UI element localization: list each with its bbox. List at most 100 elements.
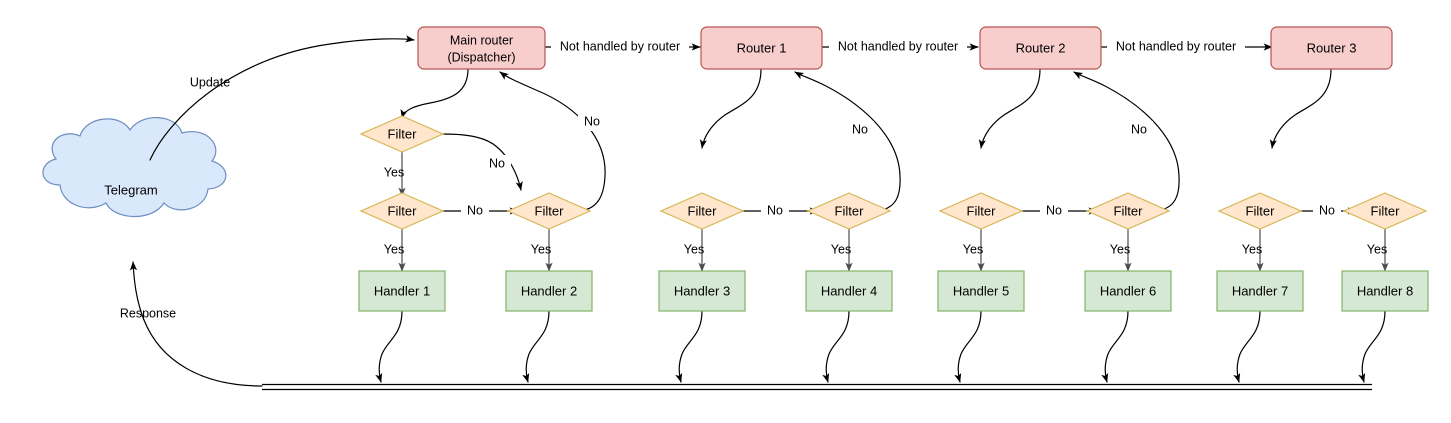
- handler-2-label: Handler 2: [521, 283, 577, 298]
- yes-label-0: Yes: [384, 165, 404, 179]
- filter-4-diamond: [659, 192, 745, 230]
- edge-handler8-to-bus: [1358, 310, 1386, 383]
- handler-4-box: [805, 270, 893, 312]
- router-1-label: Router 1: [737, 40, 787, 55]
- node-handler-8[interactable]: Handler 8: [1341, 270, 1429, 312]
- router-2-box: [979, 26, 1102, 70]
- edge-handler3-to-bus: [675, 310, 703, 383]
- edge-filter5-no-to-router1: [794, 71, 901, 212]
- handler-6-label: Handler 6: [1100, 283, 1156, 298]
- chain-label-1: Not handled by router: [838, 39, 958, 53]
- chain-label-bg-2: [1107, 36, 1245, 58]
- edge-response: Response: [120, 261, 263, 387]
- yes-label-7: Yes: [1242, 242, 1262, 256]
- yes-label-1: Yes: [384, 242, 404, 256]
- handler-4-label: Handler 4: [821, 283, 877, 298]
- node-filter-1[interactable]: Filter: [359, 115, 445, 153]
- node-filter-2[interactable]: Filter: [359, 192, 445, 230]
- filter-3-label: Filter: [535, 203, 565, 218]
- no-label-4: No: [767, 203, 783, 217]
- filter-8-label: Filter: [1246, 203, 1276, 218]
- node-filter-7[interactable]: Filter: [1085, 192, 1171, 230]
- node-handler-7[interactable]: Handler 7: [1216, 270, 1304, 312]
- node-filter-9[interactable]: Filter: [1342, 192, 1428, 230]
- edge-handler5-to-bus: [954, 310, 982, 383]
- router-1-box: [700, 26, 823, 70]
- handler-7-box: [1216, 270, 1304, 312]
- filter-1-diamond: [359, 115, 445, 153]
- edge-filter1-no-to-filter3: [442, 133, 523, 191]
- handler-7-label: Handler 7: [1232, 283, 1288, 298]
- node-router-1[interactable]: Router 1: [700, 26, 823, 70]
- chain-label-2: Not handled by router: [1116, 39, 1236, 53]
- filter-9-label: Filter: [1371, 203, 1401, 218]
- yes-label-5: Yes: [963, 242, 983, 256]
- edge-mainrouter-to-filter1: [400, 68, 469, 119]
- yes-label-6: Yes: [1110, 242, 1130, 256]
- response-bus: [262, 383, 1372, 391]
- yes-label-8: Yes: [1367, 242, 1387, 256]
- no-label-0: No: [489, 156, 505, 170]
- node-filter-3[interactable]: Filter: [506, 192, 592, 230]
- edge-handler6-to-bus: [1101, 310, 1129, 383]
- chain-label-0: Not handled by router: [560, 39, 680, 53]
- filter-4-label: Filter: [688, 203, 718, 218]
- handler-8-box: [1341, 270, 1429, 312]
- no-label-5: No: [1131, 122, 1147, 136]
- node-router-2[interactable]: Router 2: [979, 26, 1102, 70]
- node-router-3[interactable]: Router 3: [1270, 26, 1393, 70]
- no-label-bg-2: [461, 202, 489, 220]
- no-label-bg-7: [1313, 202, 1341, 220]
- node-filter-8[interactable]: Filter: [1217, 192, 1303, 230]
- filter-6-diamond: [938, 192, 1024, 230]
- handler-1-label: Handler 1: [374, 283, 430, 298]
- node-filter-6[interactable]: Filter: [938, 192, 1024, 230]
- node-handler-3[interactable]: Handler 3: [658, 270, 746, 312]
- no-label-bg-6: [1040, 202, 1068, 220]
- handler-5-label: Handler 5: [953, 283, 1009, 298]
- telegram-label: Telegram: [104, 182, 157, 197]
- node-main-router[interactable]: Main router (Dispatcher): [417, 26, 546, 70]
- filter-9-diamond: [1342, 192, 1428, 230]
- edge-update: Update: [149, 35, 415, 161]
- node-filter-5[interactable]: Filter: [806, 192, 892, 230]
- router-3-box: [1270, 26, 1393, 70]
- filter-6-label: Filter: [967, 203, 997, 218]
- filter-7-diamond: [1085, 192, 1171, 230]
- edge-router-chain-0: Not handled by router: [544, 36, 701, 58]
- node-handler-1[interactable]: Handler 1: [358, 270, 446, 312]
- response-arrow-path: [129, 261, 263, 387]
- main-router-label-line1: Main router: [450, 33, 513, 47]
- edge-router-chain-2: Not handled by router: [1099, 36, 1273, 58]
- handler-2-box: [505, 270, 593, 312]
- filter-7-label: Filter: [1114, 203, 1144, 218]
- no-label-bg-0: [483, 155, 511, 173]
- update-label: Update: [190, 75, 230, 89]
- main-router-box: [417, 26, 546, 70]
- node-handler-4[interactable]: Handler 4: [805, 270, 893, 312]
- edge-handler7-to-bus: [1233, 310, 1261, 383]
- node-handler-2[interactable]: Handler 2: [505, 270, 593, 312]
- main-router-label-line2: (Dispatcher): [447, 50, 515, 64]
- node-handler-6[interactable]: Handler 6: [1084, 270, 1172, 312]
- node-filter-4[interactable]: Filter: [659, 192, 745, 230]
- filter-1-label: Filter: [388, 126, 418, 141]
- telegram-cloud-node[interactable]: Telegram: [42, 116, 227, 218]
- edge-router3-to-filter8: [1269, 68, 1332, 149]
- no-label-3: No: [852, 122, 868, 136]
- no-label-2: No: [467, 203, 483, 217]
- chain-label-bg-0: [551, 36, 689, 58]
- node-handler-5[interactable]: Handler 5: [937, 270, 1025, 312]
- handler-8-label: Handler 8: [1357, 283, 1413, 298]
- edge-filter3-no-to-mainrouter: [499, 71, 606, 212]
- router-3-label: Router 3: [1307, 40, 1357, 55]
- filter-3-diamond: [506, 192, 592, 230]
- yes-label-2: Yes: [531, 242, 551, 256]
- filter-2-diamond: [359, 192, 445, 230]
- edge-handler4-to-bus: [822, 310, 850, 383]
- edge-router-chain-1: Not handled by router: [821, 36, 979, 58]
- edge-filter7-no-to-router2: [1073, 71, 1180, 212]
- yes-label-3: Yes: [684, 242, 704, 256]
- yes-label-4: Yes: [831, 242, 851, 256]
